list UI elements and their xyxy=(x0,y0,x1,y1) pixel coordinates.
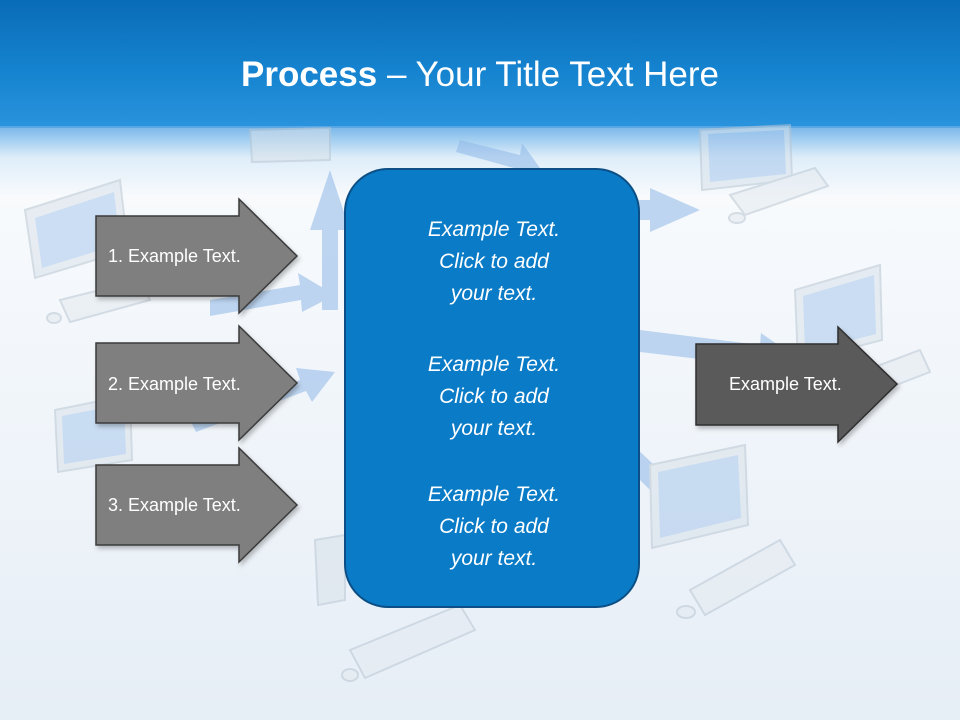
center-text-box[interactable]: Example Text. Click to add your text. Ex… xyxy=(344,168,640,608)
process-arrow-2-label: 2. Example Text. xyxy=(108,374,241,394)
background-network-illustration xyxy=(23,123,932,682)
title-banner xyxy=(0,0,960,128)
process-arrow-2[interactable] xyxy=(95,324,299,442)
mouse-icon xyxy=(46,312,62,324)
mouse-icon xyxy=(728,212,746,224)
monitor-icon xyxy=(648,443,750,550)
process-arrow-3-label: 3. Example Text. xyxy=(108,495,241,515)
page-title: Process – Your Title Text Here xyxy=(0,52,960,98)
center-paragraph-1: Example Text. Click to add your text. xyxy=(427,218,561,305)
monitor-icon xyxy=(248,126,331,164)
mouse-icon xyxy=(676,605,696,619)
result-arrow-label: Example Text. xyxy=(729,374,842,394)
title-rest: – Your Title Text Here xyxy=(377,55,719,94)
monitor-icon xyxy=(793,263,884,364)
center-paragraph-2: Example Text. Click to add your text. xyxy=(427,353,561,440)
keyboard-icon xyxy=(728,166,830,217)
center-paragraph-3: Example Text. Click to add your text. xyxy=(427,483,561,570)
keyboard-icon xyxy=(348,603,477,680)
keyboard-icon xyxy=(688,538,797,617)
process-arrow-1-label: 1. Example Text. xyxy=(108,246,241,266)
title-bold: Process xyxy=(241,55,378,94)
result-arrow[interactable] xyxy=(695,325,899,444)
process-arrow-3[interactable] xyxy=(95,446,299,564)
monitor-icon xyxy=(313,533,346,607)
mouse-icon xyxy=(341,668,359,682)
monitor-icon xyxy=(698,123,794,192)
process-arrow-1[interactable] xyxy=(95,197,299,315)
